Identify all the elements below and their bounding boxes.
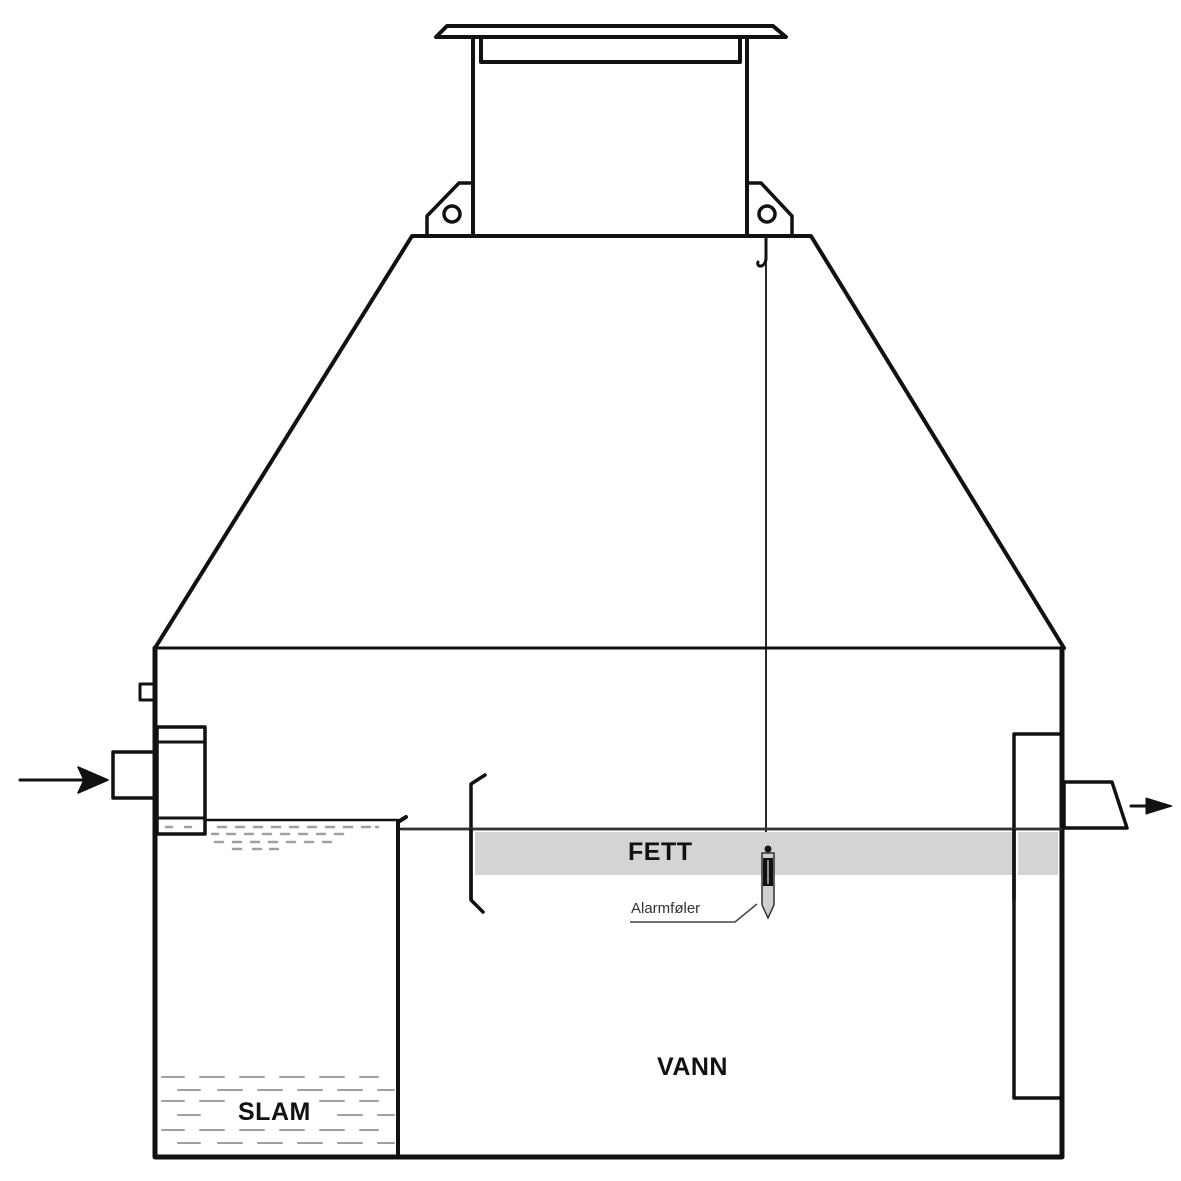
inlet-pipe <box>111 750 157 800</box>
outlet-pipe <box>1062 780 1129 830</box>
fat-layer-label: FETT <box>628 838 693 866</box>
outlet-baffle <box>1012 732 1064 1100</box>
inlet-baffle <box>155 725 207 836</box>
alarm-label-leader <box>630 903 758 923</box>
access-shaft <box>471 35 749 238</box>
tank-body <box>152 645 1065 1160</box>
alarm-sensor-label: Alarmføler <box>631 900 701 917</box>
inlet-arrow <box>18 766 109 794</box>
vent-nub <box>138 682 156 702</box>
lifting-lug-left <box>425 181 474 238</box>
water-surface-dashes <box>164 825 380 851</box>
alarm-sensor-probe <box>761 845 775 920</box>
conical-top <box>153 234 1066 650</box>
shaft-lid <box>434 24 788 64</box>
water-label: VANN <box>657 1053 728 1081</box>
sensor-hook <box>756 234 768 268</box>
outlet-arrow <box>1129 797 1173 815</box>
lifting-lug-right <box>746 181 794 238</box>
fat-layer <box>401 827 1062 900</box>
sludge-dashes <box>161 1076 395 1144</box>
sludge-label: SLAM <box>238 1098 311 1126</box>
sludge-weir <box>203 815 408 1159</box>
